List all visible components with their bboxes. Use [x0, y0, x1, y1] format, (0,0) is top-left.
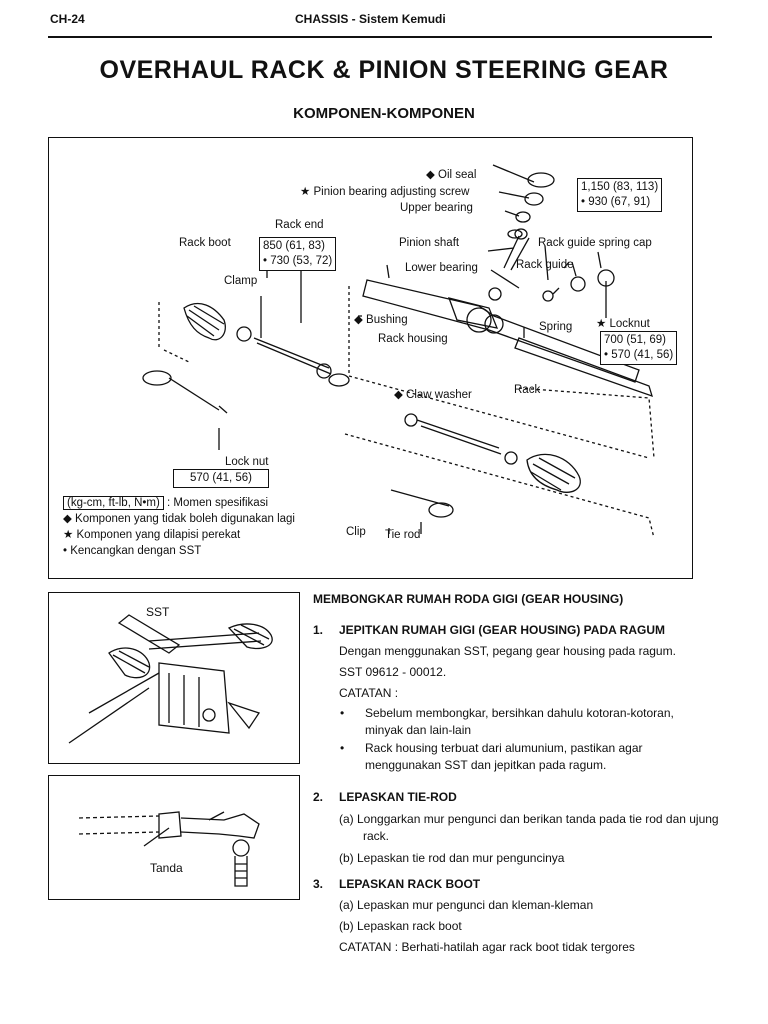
figure-tanda: Tanda: [48, 775, 300, 900]
step-item: (b) Lepaskan rack boot: [339, 919, 462, 933]
page-title: OVERHAUL RACK & PINION STEERING GEAR: [99, 56, 669, 84]
step-1: 1. JEPITKAN RUMAH GIGI (GEAR HOUSING) PA…: [313, 622, 719, 702]
torque-value: 700 (51, 69): [604, 334, 667, 346]
torque-value-sst: • 930 (67, 91): [581, 196, 651, 208]
step-heading: LEPASKAN RACK BOOT: [339, 877, 481, 891]
torque-value-sst: • 570 (41, 56): [604, 349, 674, 361]
label-rack-end: Rack end: [275, 219, 324, 231]
torque-value: 1,150 (83, 113): [581, 181, 659, 193]
label-oil-seal: ◆ Oil seal: [426, 169, 477, 181]
step-line: Dengan menggunakan SST, pegang gear hous…: [339, 644, 676, 658]
torque-box-upper: 1,150 (83, 113) • 930 (67, 91): [577, 178, 663, 212]
torque-value-sst: • 730 (53, 72): [263, 255, 333, 267]
label-rack: Rack: [514, 384, 541, 396]
step-number: 3.: [313, 877, 324, 891]
step-item: (a) Longgarkan mur pengunci dan berikan …: [339, 812, 719, 843]
vise-drawing: [68, 614, 273, 744]
label-sst: SST: [146, 605, 170, 619]
label-rack-guide: Rack guide: [516, 259, 574, 271]
label-rack-guide-spring-cap: Rack guide spring cap: [538, 237, 652, 249]
label-spring: Spring: [539, 321, 573, 333]
page-subtitle: KOMPONEN-KOMPONEN: [293, 105, 475, 122]
step-number: 2.: [313, 790, 324, 804]
label-tie-rod: Tie rod: [385, 529, 421, 541]
section-heading: MEMBONGKAR RUMAH RODA GIGI (GEAR HOUSING…: [313, 592, 624, 606]
label-pinion-shaft: Pinion shaft: [399, 237, 460, 249]
step-heading: JEPITKAN RUMAH GIGI (GEAR HOUSING) PADA …: [339, 623, 666, 637]
label-clamp: Clamp: [224, 275, 258, 287]
torque-value: 850 (61, 83): [263, 240, 326, 252]
bullet-dot: •: [340, 706, 345, 720]
legend-unit-row: (kg-cm, ft-lb, N•m) : Momen spesifikasi: [63, 495, 295, 511]
step-number: 1.: [313, 623, 324, 637]
tie-rod-drawing: [78, 811, 260, 887]
label-rack-housing: Rack housing: [378, 333, 448, 345]
label-clip: Clip: [346, 526, 366, 538]
step-heading: LEPASKAN TIE-ROD: [339, 790, 457, 804]
label-locknut: ★ Locknut: [596, 318, 650, 330]
label-lock-nut: Lock nut: [225, 456, 269, 468]
bullet-text: Rack housing terbuat dari alumunium, pas…: [365, 741, 643, 772]
legend: (kg-cm, ft-lb, N•m) : Momen spesifikasi …: [63, 495, 295, 559]
torque-box-rack-end: 850 (61, 83) • 730 (53, 72): [259, 237, 337, 271]
step-2: 2. LEPASKAN TIE-ROD (a) Longgarkan mur p…: [313, 789, 719, 867]
bullet-item: • Sebelum membongkar, bersihkan dahulu k…: [340, 705, 710, 739]
label-claw-washer: ◆ Claw washer: [394, 389, 472, 401]
label-upper-bearing: Upper bearing: [400, 202, 473, 214]
bullet-text: Sebelum membongkar, bersihkan dahulu kot…: [365, 706, 674, 737]
legend-item: • Kencangkan dengan SST: [63, 545, 202, 557]
label-tanda: Tanda: [150, 861, 183, 875]
torque-value: 570 (41, 56): [189, 472, 252, 484]
header-rule: [48, 36, 712, 38]
figure-sst-vise: SST: [48, 592, 300, 764]
step-item: (b) Lepaskan tie rod dan mur penguncinya: [339, 851, 565, 865]
step-line: SST 09612 - 00012.: [339, 665, 447, 679]
legend-unit-box: (kg-cm, ft-lb, N•m): [63, 496, 164, 510]
exploded-view-drawing: [142, 164, 655, 539]
bullet-item: • Rack housing terbuat dari alumunium, p…: [340, 740, 710, 774]
step-3: 3. LEPASKAN RACK BOOT (a) Lepaskan mur p…: [313, 876, 719, 956]
step-line: CATATAN :: [339, 686, 399, 700]
legend-unit-text: : Momen spesifikasi: [167, 497, 269, 509]
legend-item: ★ Komponen yang dilapisi perekat: [63, 529, 241, 541]
label-pinion-adjust: ★ Pinion bearing adjusting screw: [300, 186, 470, 198]
page-id: CH-24: [50, 12, 85, 26]
section-header: CHASSIS - Sistem Kemudi: [295, 12, 446, 26]
legend-item: ◆ Komponen yang tidak boleh digunakan la…: [63, 513, 295, 525]
components-diagram: ◆ Oil seal ★ Pinion bearing adjusting sc…: [48, 137, 693, 579]
label-lower-bearing: Lower bearing: [405, 262, 478, 274]
bullet-dot: •: [340, 741, 345, 755]
step-note: CATATAN : Berhati-hatilah agar rack boot…: [339, 940, 635, 954]
step-item: (a) Lepaskan mur pengunci dan kleman-kle…: [339, 898, 594, 912]
torque-box-locknut: 700 (51, 69) • 570 (41, 56): [600, 331, 678, 365]
label-bushing: ◆ Bushing: [354, 314, 408, 326]
label-rack-boot: Rack boot: [179, 237, 231, 249]
torque-box-lock-nut: 570 (41, 56): [173, 469, 269, 488]
